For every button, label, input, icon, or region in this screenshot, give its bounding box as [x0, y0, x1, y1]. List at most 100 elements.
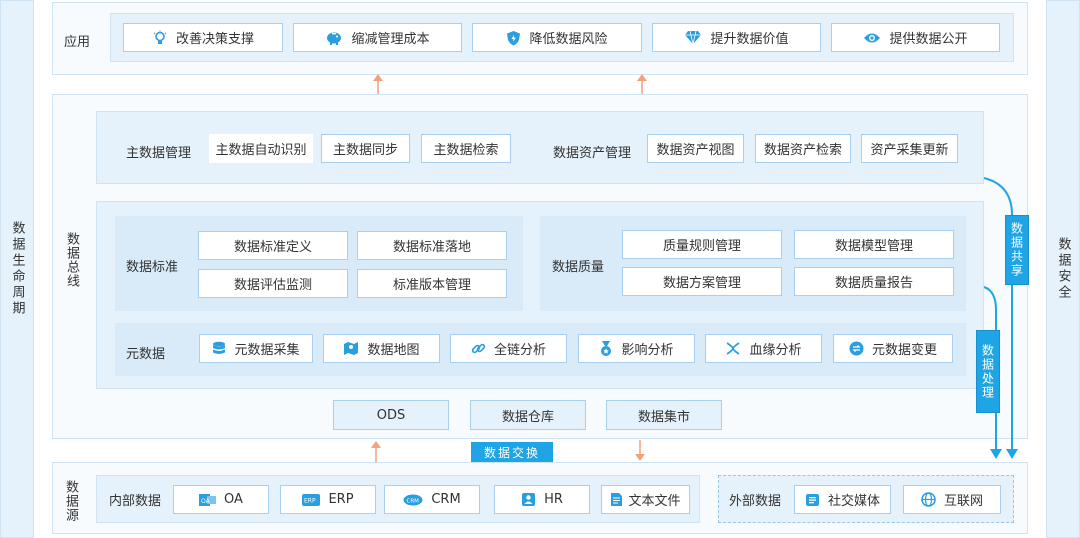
box-label: 质量规则管理 — [662, 239, 741, 254]
standard-label: 数据标准 — [126, 260, 179, 275]
diamond-icon — [684, 30, 702, 45]
storage-ods[interactable]: ODS — [333, 400, 449, 430]
data-source-label: 数据源 — [63, 480, 78, 522]
data-exchange-badge: 数据交换 — [471, 442, 553, 462]
box-label: 数据地图 — [367, 343, 420, 358]
app-item-cost[interactable]: 缩减管理成本 — [293, 23, 462, 52]
box-label: 元数据采集 — [234, 343, 300, 358]
app-item-open[interactable]: 提供数据公开 — [831, 23, 1000, 52]
shield-icon — [506, 30, 521, 46]
data-share-flow: 数据共享 — [1005, 215, 1029, 285]
standard-define[interactable]: 数据标准定义 — [198, 231, 348, 260]
crm-icon: CRM — [403, 494, 423, 506]
svg-text:CRM: CRM — [407, 498, 420, 504]
metadata-chain-analysis[interactable]: 全链分析 — [450, 334, 567, 363]
storage-mart[interactable]: 数据集市 — [606, 400, 722, 430]
dna-icon — [725, 341, 741, 356]
oa-icon: OA — [199, 493, 217, 507]
arrow-up-icon — [373, 74, 383, 95]
metadata-map[interactable]: 数据地图 — [323, 334, 440, 363]
box-label: 元数据变更 — [871, 343, 937, 358]
box-label: 数据方案管理 — [662, 276, 741, 291]
quality-model[interactable]: 数据模型管理 — [794, 230, 954, 259]
box-label: 数据集市 — [637, 409, 690, 425]
bulb-icon — [152, 30, 168, 46]
source-social-media[interactable]: 社交媒体 — [794, 485, 891, 514]
piggy-bank-icon — [325, 30, 343, 45]
svg-text:ERP: ERP — [304, 497, 316, 504]
quality-label: 数据质量 — [552, 260, 605, 275]
app-item-decision[interactable]: 改善决策支撑 — [123, 23, 283, 52]
master-data-label: 主数据管理 — [126, 146, 192, 161]
metadata-collect[interactable]: 元数据采集 — [199, 334, 313, 363]
master-auto-identify[interactable]: 主数据自动识别 — [209, 134, 313, 163]
box-label: 标准版本管理 — [392, 278, 471, 293]
master-search[interactable]: 主数据检索 — [421, 134, 511, 163]
database-icon — [212, 341, 226, 356]
box-label: 社交媒体 — [827, 494, 880, 509]
asset-search[interactable]: 数据资产检索 — [755, 134, 851, 163]
document-icon — [610, 492, 623, 507]
internal-data-label: 内部数据 — [109, 494, 162, 509]
box-label: OA — [224, 492, 243, 507]
box-label: 文本文件 — [628, 494, 681, 509]
metadata-change[interactable]: 元数据变更 — [833, 334, 953, 363]
quality-rules[interactable]: 质量规则管理 — [622, 230, 782, 259]
source-internet[interactable]: 互联网 — [903, 485, 1001, 514]
box-label: ERP — [328, 492, 354, 507]
lifecycle-label: 数据生命周期 — [9, 221, 25, 317]
app-item-label: 提供数据公开 — [889, 32, 968, 47]
app-item-label: 降低数据风险 — [529, 32, 608, 47]
standard-implement[interactable]: 数据标准落地 — [357, 231, 507, 260]
data-exchange-label: 数据交换 — [483, 445, 540, 460]
metadata-label: 元数据 — [126, 347, 166, 362]
box-label: 数据质量报告 — [834, 276, 913, 291]
metadata-impact-analysis[interactable]: 影响分析 — [578, 334, 695, 363]
asset-collect-update[interactable]: 资产采集更新 — [861, 134, 958, 163]
quality-report[interactable]: 数据质量报告 — [794, 267, 954, 296]
box-label: 数据仓库 — [501, 409, 554, 425]
lifecycle-sidebar: 数据生命周期 — [0, 0, 34, 538]
link-icon — [471, 341, 486, 356]
arrow-down-icon — [635, 440, 645, 461]
box-label: 影响分析 — [621, 343, 674, 358]
box-label: HR — [544, 492, 563, 507]
box-label: 数据标准落地 — [392, 240, 471, 255]
master-sync[interactable]: 主数据同步 — [321, 134, 410, 163]
source-text-files[interactable]: 文本文件 — [601, 485, 690, 514]
external-data-label: 外部数据 — [729, 494, 782, 509]
source-oa[interactable]: OA OA — [173, 485, 269, 514]
svg-text:OA: OA — [201, 498, 211, 505]
source-erp[interactable]: ERP ERP — [280, 485, 376, 514]
box-label: 全链分析 — [493, 343, 546, 358]
asset-view[interactable]: 数据资产视图 — [647, 134, 744, 163]
eye-icon — [863, 32, 881, 44]
data-share-label: 数据共享 — [1009, 222, 1024, 278]
metadata-lineage-analysis[interactable]: 血缘分析 — [705, 334, 822, 363]
box-label: 血缘分析 — [749, 343, 802, 358]
box-label: 数据标准定义 — [233, 240, 312, 255]
box-label: 数据评估监测 — [233, 278, 312, 293]
app-item-value[interactable]: 提升数据价值 — [652, 23, 821, 52]
box-label: ODS — [376, 407, 406, 423]
security-sidebar: 数据安全 — [1046, 0, 1080, 538]
app-item-risk[interactable]: 降低数据风险 — [472, 23, 642, 52]
storage-warehouse[interactable]: 数据仓库 — [470, 400, 586, 430]
quality-plan[interactable]: 数据方案管理 — [622, 267, 782, 296]
standard-monitor[interactable]: 数据评估监测 — [198, 269, 348, 298]
map-icon — [343, 341, 359, 356]
box-label: 主数据自动识别 — [215, 143, 307, 158]
globe-icon — [921, 492, 936, 507]
data-process-flow: 数据处理 — [976, 330, 1000, 413]
swap-icon — [849, 341, 864, 356]
box-label: CRM — [431, 492, 461, 507]
social-media-icon — [805, 493, 820, 507]
source-crm[interactable]: CRM CRM — [384, 485, 480, 514]
source-hr[interactable]: HR — [494, 485, 590, 514]
data-source-label-wrap: 数据源 — [61, 480, 81, 526]
medal-icon — [599, 340, 613, 357]
arrow-up-icon — [371, 441, 381, 462]
box-label: 主数据检索 — [433, 143, 499, 158]
standard-version[interactable]: 标准版本管理 — [357, 269, 507, 298]
erp-icon: ERP — [302, 493, 321, 506]
